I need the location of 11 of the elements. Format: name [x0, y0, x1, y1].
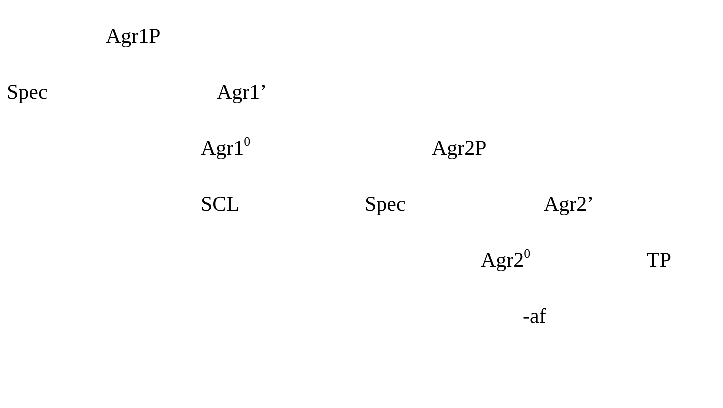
tree-label: SCL: [201, 192, 240, 216]
tree-label: Agr1$^{0}$: [201, 136, 251, 160]
tree-label: Agr2’: [544, 192, 594, 216]
tree-label: Spec: [365, 192, 406, 216]
tree-label: Spec: [7, 80, 48, 104]
tree-label: Agr1’: [217, 80, 268, 104]
tree-label: Agr2P: [432, 136, 487, 160]
tree-label: TP: [647, 248, 672, 272]
tree-label: Agr2$^{0}$: [481, 248, 531, 272]
tree-label: -af: [523, 304, 546, 328]
tree-label: Agr1P: [106, 24, 161, 48]
